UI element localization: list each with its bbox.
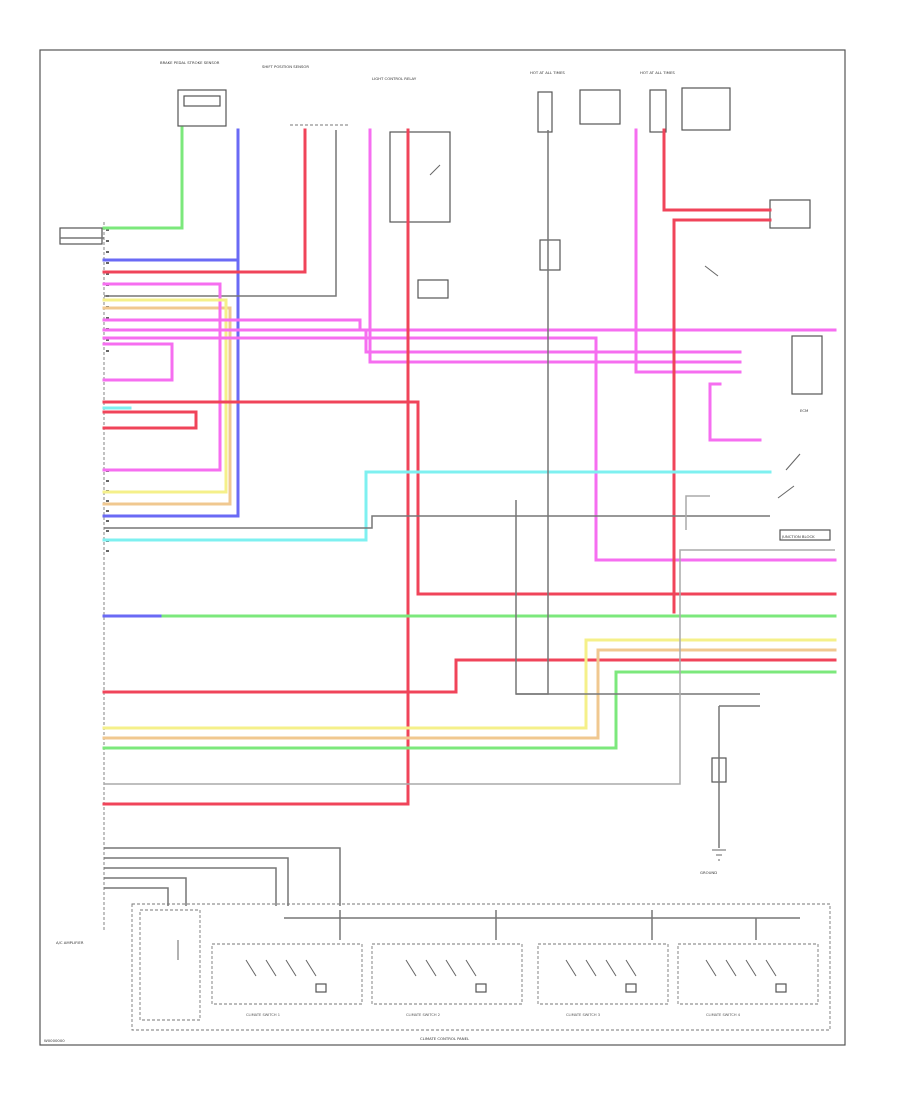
wire-orange bbox=[102, 306, 232, 506]
wire-cyan-2 bbox=[102, 470, 772, 542]
wire-pink-2 bbox=[102, 328, 742, 354]
hot-at-all-times-1: HOT AT ALL TIMES bbox=[530, 70, 621, 271]
junction-label: JUNCTION BLOCK bbox=[781, 534, 815, 539]
diagram-frame bbox=[39, 49, 846, 1046]
wire-yellow-left bbox=[102, 298, 228, 494]
wire-pink-3 bbox=[102, 336, 837, 562]
switch-4-label: CLIMATE SWITCH 4 bbox=[706, 1013, 741, 1017]
wire-pink-6 bbox=[634, 128, 742, 374]
hot-at-all-times-2: HOT AT ALL TIMES bbox=[640, 70, 731, 133]
climate-control-panel: CLIMATE CONTROL PANEL CLIMATE SWITCH 1 C… bbox=[131, 903, 831, 1041]
climate-switch-4: CLIMATE SWITCH 4 bbox=[677, 943, 819, 1017]
wire-red-right bbox=[662, 128, 772, 212]
wire-black-panel-3 bbox=[104, 867, 277, 906]
wire-blue-brake bbox=[102, 128, 240, 518]
ac-amplifier-module: A/C AMPLIFIER bbox=[56, 222, 105, 945]
wire-gray-1 bbox=[104, 549, 835, 785]
wire-black-panel-5 bbox=[104, 887, 169, 906]
wire-red-left-loop bbox=[102, 410, 198, 430]
switch-3-label: CLIMATE SWITCH 3 bbox=[566, 1013, 600, 1017]
hot-label-2: HOT AT ALL TIMES bbox=[640, 70, 675, 75]
wire-pink-7 bbox=[708, 382, 762, 442]
wire-red-upper bbox=[102, 400, 837, 596]
wire-green-brake bbox=[102, 126, 184, 230]
switch-1-label: CLIMATE SWITCH 1 bbox=[246, 1013, 280, 1017]
wire-pink-5 bbox=[368, 128, 742, 364]
ecm-label: ECM bbox=[800, 408, 808, 413]
wire-black-3 bbox=[515, 500, 760, 695]
wire-black-1 bbox=[104, 515, 770, 529]
brake-sensor-label: BRAKE PEDAL STROKE SENSOR bbox=[160, 60, 220, 65]
climate-switch-3: CLIMATE SWITCH 3 bbox=[537, 943, 669, 1017]
wire-gray-2 bbox=[685, 495, 710, 530]
hot-label-1: HOT AT ALL TIMES bbox=[530, 70, 565, 75]
wire-yellow-lower bbox=[102, 638, 837, 730]
wire-black-2 bbox=[516, 130, 549, 695]
shift-position-sensor: SHIFT POSITION SENSOR bbox=[262, 64, 350, 126]
wire-pink-4 bbox=[102, 342, 174, 382]
ac-amplifier-label: A/C AMPLIFIER bbox=[56, 940, 84, 945]
shift-sensor-label: SHIFT POSITION SENSOR bbox=[262, 64, 309, 69]
wire-red-shift bbox=[102, 128, 307, 274]
wire-red-lower bbox=[102, 658, 837, 694]
wire-black-panel-1 bbox=[104, 847, 341, 906]
wire-pink-left bbox=[102, 282, 222, 472]
climate-switch-1: CLIMATE SWITCH 1 bbox=[211, 943, 363, 1017]
climate-switch-2: CLIMATE SWITCH 2 bbox=[371, 943, 523, 1017]
control-panel-label: CLIMATE CONTROL PANEL bbox=[420, 1036, 470, 1041]
ground-label: GROUND bbox=[700, 870, 717, 875]
wire-red-relay bbox=[102, 128, 410, 806]
wire-green-lower-2 bbox=[102, 670, 837, 750]
wire-pink-1 bbox=[102, 318, 837, 332]
switch-2-label: CLIMATE SWITCH 2 bbox=[406, 1013, 440, 1017]
wire-black-panel-4 bbox=[104, 877, 187, 906]
light-relay-label: LIGHT CONTROL RELAY bbox=[372, 76, 417, 81]
footer-code: W0000000 bbox=[44, 1038, 65, 1043]
wire-black-shift bbox=[104, 130, 337, 297]
wire-red-right-2 bbox=[672, 218, 772, 614]
wire-black-panel-2 bbox=[104, 857, 289, 906]
light-control-relay: LIGHT CONTROL RELAY bbox=[372, 76, 451, 299]
brake-pedal-sensor: BRAKE PEDAL STROKE SENSOR bbox=[160, 60, 227, 127]
